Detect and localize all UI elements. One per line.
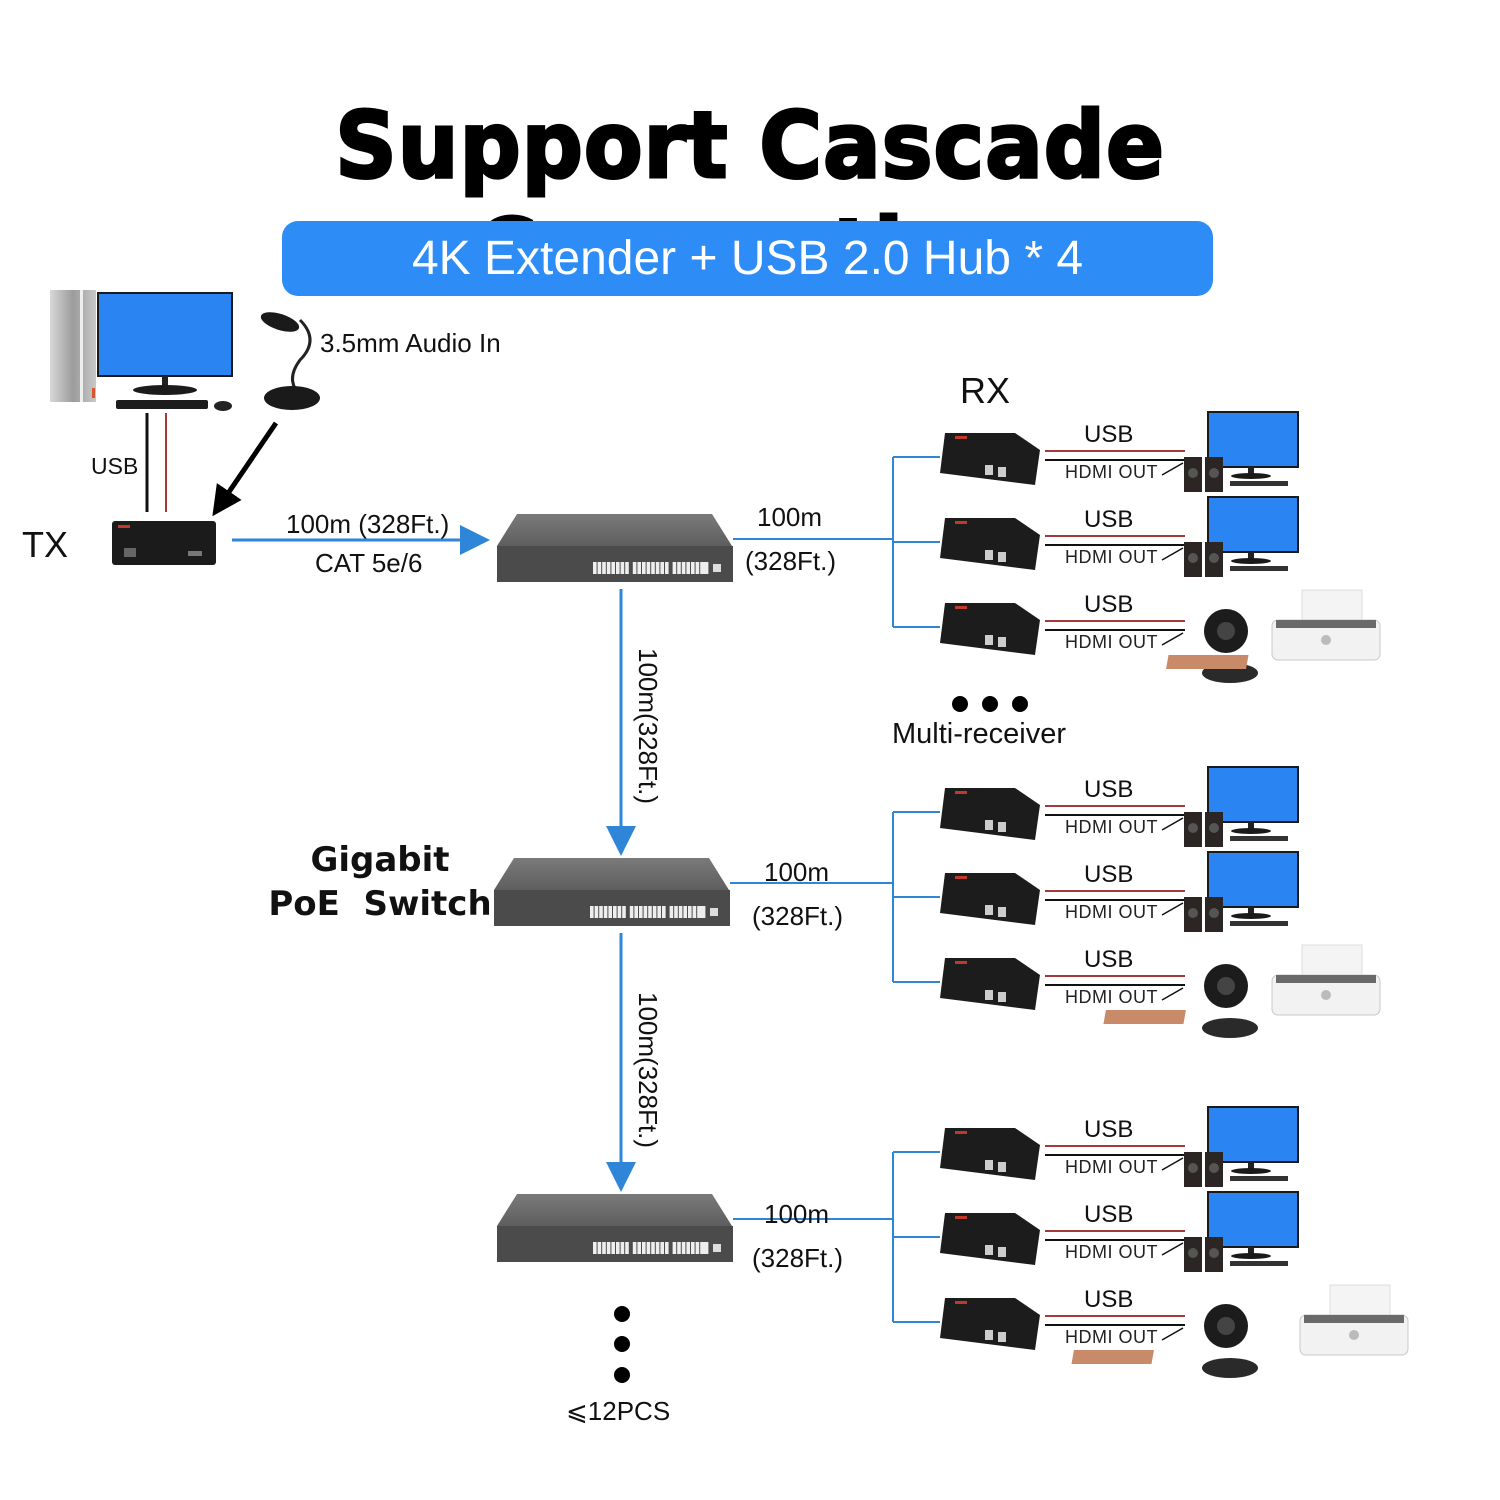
audio-in-label: 3.5mm Audio In [320, 328, 501, 358]
rx-usb-label: USB [1084, 1286, 1134, 1313]
switch-2-rx-distance: 100m [764, 857, 830, 887]
switch-2-down-link: 100m(328Ft.) [633, 992, 663, 1149]
poe-switch-icon [494, 858, 730, 926]
usb-label: USB [91, 453, 139, 479]
switch-label: Gigabit PoE Switch [262, 838, 498, 926]
webcam-icon [1202, 609, 1258, 683]
link-cable-label: CAT 5e/6 [315, 548, 423, 578]
rx-hdmi-out-label: HDMI OUT [1065, 1327, 1158, 1347]
switch-2-rx-distance-ft: (328Ft.) [752, 901, 844, 931]
printer-icon [1103, 944, 1381, 1024]
rx-device-icon [940, 1298, 1040, 1350]
ellipsis-dot [982, 696, 998, 712]
cascade-limit-label: ⩽12PCS [566, 1396, 671, 1426]
rx-usb-label: USB [1084, 421, 1134, 448]
monitor-speakers-icon [1184, 766, 1299, 847]
link-distance-label: 100m (328Ft.) [286, 509, 450, 539]
monitor-speakers-icon [1184, 851, 1299, 932]
switch-1-down-link: 100m(328Ft.) [633, 648, 663, 805]
ellipsis-dot [952, 696, 968, 712]
rx-hdmi-out-label: HDMI OUT [1065, 902, 1158, 922]
rx-hdmi-out-label: HDMI OUT [1065, 1157, 1158, 1177]
ellipsis-dot [1012, 696, 1028, 712]
rx-usb-label: USB [1084, 591, 1134, 618]
rx-usb-label: USB [1084, 506, 1134, 533]
ellipsis-dot [614, 1336, 630, 1352]
rx-usb-label: USB [1084, 1201, 1134, 1228]
subtitle-banner: 4K Extender + USB 2.0 Hub * 4 [282, 221, 1213, 296]
switch-label-line2: PoE Switch [268, 884, 492, 924]
rx-usb-label: USB [1084, 1116, 1134, 1143]
printer-icon [1071, 1284, 1409, 1364]
switch-1-rx-distance-ft: (328Ft.) [745, 546, 837, 576]
tx-device-icon [112, 521, 216, 565]
rx-device-icon [940, 1213, 1040, 1265]
microphone-icon [260, 312, 320, 410]
rx-hdmi-out-label: HDMI OUT [1065, 547, 1158, 567]
rx-device-icon [940, 788, 1040, 840]
switch-3-rx-distance: 100m [764, 1199, 830, 1229]
tx-label: TX [22, 524, 69, 565]
rx-usb-label: USB [1084, 861, 1134, 888]
rx-hdmi-out-label: HDMI OUT [1065, 987, 1158, 1007]
printer-icon [1166, 589, 1381, 669]
monitor-speakers-icon [1184, 1191, 1299, 1272]
rx-device-icon [940, 958, 1040, 1010]
rx-usb-label: USB [1084, 776, 1134, 803]
webcam-icon [1202, 1304, 1258, 1378]
switch-3-rx-distance-ft: (328Ft.) [752, 1243, 844, 1273]
rx-label: RX [960, 370, 1011, 411]
rx-device-icon [940, 433, 1040, 485]
rx-hdmi-out-label: HDMI OUT [1065, 1242, 1158, 1262]
webcam-icon [1202, 964, 1258, 1038]
rx-device-icon [940, 1128, 1040, 1180]
pc-icon [50, 290, 233, 411]
ellipsis-dot [614, 1306, 630, 1322]
rx-device-icon [940, 603, 1040, 655]
rx-device-icon [940, 518, 1040, 570]
rx-hdmi-out-label: HDMI OUT [1065, 462, 1158, 482]
switch-label-line1: Gigabit [310, 840, 450, 880]
multi-receiver-label: Multi-receiver [892, 718, 1067, 750]
poe-switch-icon [497, 514, 733, 582]
switch-1-rx-distance: 100m [757, 502, 823, 532]
rx-hdmi-out-label: HDMI OUT [1065, 632, 1158, 652]
rx-usb-label: USB [1084, 946, 1134, 973]
rx-device-icon [940, 873, 1040, 925]
rx-hdmi-out-label: HDMI OUT [1065, 817, 1158, 837]
poe-switch-icon [497, 1194, 733, 1262]
ellipsis-dot [614, 1367, 630, 1383]
monitor-speakers-icon [1184, 1106, 1299, 1187]
monitor-speakers-icon [1184, 496, 1299, 577]
monitor-speakers-icon [1184, 411, 1299, 492]
